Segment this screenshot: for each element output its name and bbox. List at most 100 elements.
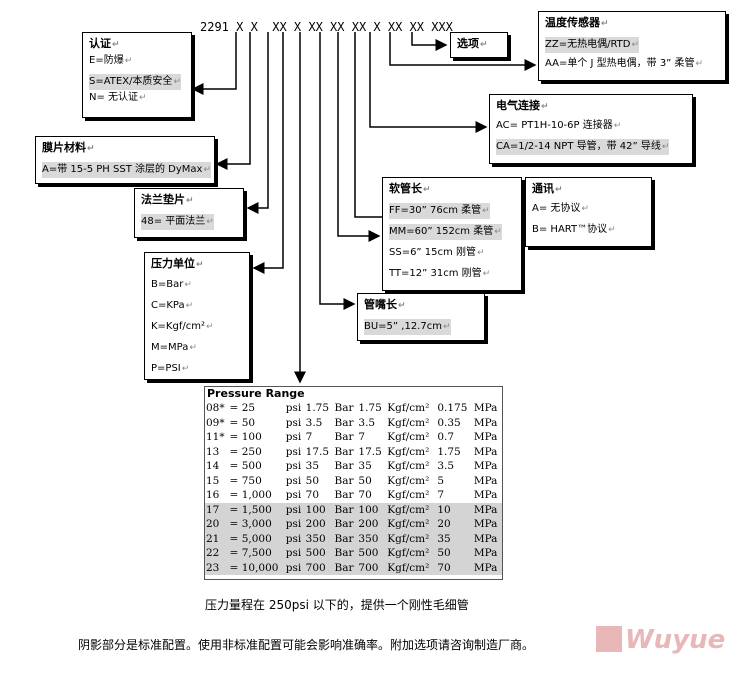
pressure-range-cell-mpa: 10: [436, 502, 473, 517]
paragraph-mark-icon: ↵: [494, 227, 502, 237]
pressure-unit-option: K=Kgf/cm²↵: [151, 321, 214, 332]
electrical-option: CA=1/2-14 NPT 导管，带 42” 导线↵: [496, 139, 670, 155]
paragraph-mark-icon: ↵: [480, 40, 488, 50]
certification-option: S=ATEX/本质安全↵: [89, 74, 181, 90]
pressure-range-cell-mpa: 50: [436, 546, 473, 561]
pressure-range-cell-bu: Bar: [333, 502, 358, 517]
pressure-range-cell-eq: =: [229, 416, 239, 429]
nozzle-length-title: 管嘴长↵: [364, 298, 406, 311]
diaphragm-option: A=带 15-5 PH SST 涂层的 DyMax↵: [42, 162, 212, 178]
pressure-range-cell-kgf: 350: [357, 531, 387, 546]
pressure-range-cell-kgf: 17.5: [358, 445, 382, 458]
pressure-range-cell-mpa: 70: [436, 560, 473, 575]
pressure-range-cell-kgf: 700: [357, 560, 387, 575]
pressure-range-cell-code: 15: [206, 474, 220, 487]
pressure-range-cell-kgf: 100: [357, 502, 387, 517]
pressure-range-cell-mu: MPa: [472, 517, 502, 532]
pressure-range-cell-bar: 100: [304, 502, 334, 517]
paragraph-mark-icon: ↵: [185, 301, 194, 311]
pressure-range-cell-eq: =: [228, 531, 241, 546]
flange-gasket-box: 法兰垫片↵ 48= 平面法兰↵: [134, 188, 244, 238]
pressure-range-cell-mu: MPa: [473, 445, 498, 458]
paragraph-mark-icon: ↵: [608, 225, 616, 235]
pressure-range-cell-mpa: 20: [436, 517, 473, 532]
paragraph-mark-icon: ↵: [186, 196, 194, 206]
pressure-range-cell-pu: psi: [284, 560, 305, 575]
pressure-range-cell-bu: Bar: [334, 489, 354, 501]
pressure-range-cell-bar: 7: [305, 431, 313, 443]
pressure-range-cell-psi: 3,000: [240, 517, 285, 532]
pressure-range-cell-mu: MPa: [472, 531, 502, 546]
pressure-range-cell-pu: psi: [285, 402, 302, 414]
capillary-note: 压力量程在 250psi 以下的，提供一个刚性毛细管: [205, 598, 469, 612]
pressure-range-cell-mu: MPa: [473, 402, 498, 414]
paragraph-mark-icon: ↵: [87, 144, 95, 154]
watermark-icon: [596, 626, 622, 652]
pressure-range-cell-mu: MPa: [473, 474, 498, 487]
electrical-title: 电气连接↵: [496, 99, 549, 112]
pressure-range-cell-psi: 50: [241, 416, 256, 429]
pressure-range-cell-kgf: 7: [358, 431, 366, 443]
pressure-range-cell-ku: Kgf/cm²: [387, 431, 430, 443]
watermark-logo: Wuyue: [596, 625, 746, 665]
pressure-range-cell-code: 20: [205, 517, 229, 532]
pressure-range-cell-ku: Kgf/cm²: [386, 531, 437, 546]
pressure-range-cell-eq: =: [228, 546, 241, 561]
pressure-range-cell-code: 09*: [206, 416, 225, 429]
communication-option: A= 无协议↵: [532, 203, 589, 214]
pressure-range-cell-bar: 50: [305, 474, 320, 487]
pressure-range-cell-bar: 70: [305, 489, 320, 501]
hose-length-option: TT=12” 31cm 刚管↵: [389, 268, 491, 279]
flange-gasket-title: 法兰垫片↵: [141, 193, 194, 206]
pressure-range-cell-ku: Kgf/cm²: [386, 502, 437, 517]
pressure-range-cell-bu: Bar: [334, 445, 354, 458]
pressure-range-cell-code: 11*: [206, 431, 225, 443]
paragraph-mark-icon: ↵: [482, 269, 491, 279]
hose-length-option: FF=30” 76cm 柔管↵: [389, 203, 490, 219]
pressure-range-cell-eq: =: [228, 517, 241, 532]
pressure-range-cell-ku: Kgf/cm²: [387, 402, 430, 414]
paragraph-mark-icon: ↵: [184, 280, 192, 290]
pressure-range-cell-bar: 1.75: [305, 402, 330, 414]
nozzle-length-box: 管嘴长↵ BU=5” ,12.7cm↵: [357, 293, 485, 341]
certification-title: 认证↵: [89, 37, 120, 50]
pressure-range-cell-psi: 10,000: [240, 560, 285, 575]
paragraph-mark-icon: ↵: [124, 56, 133, 66]
pressure-range-cell-eq: =: [229, 445, 239, 458]
paragraph-mark-icon: ↵: [442, 322, 451, 332]
pressure-range-cell-ku: Kgf/cm²: [386, 560, 437, 575]
paragraph-mark-icon: ↵: [206, 217, 214, 227]
pressure-range-cell-mpa: 5: [437, 474, 445, 487]
pressure-range-cell-bar: 3.5: [305, 416, 323, 429]
pressure-unit-option: C=KPa↵: [151, 300, 194, 311]
pressure-range-cell-mpa: 3.5: [437, 460, 455, 472]
paragraph-mark-icon: ↵: [613, 121, 622, 131]
paragraph-mark-icon: ↵: [631, 40, 640, 50]
pressure-range-cell-pu: psi: [284, 502, 305, 517]
pressure-range-cell-code: 08*: [206, 402, 225, 414]
pressure-range-cell-pu: psi: [284, 517, 305, 532]
pressure-range-cell-pu: psi: [285, 431, 302, 443]
pressure-range-cell-mu: MPa: [473, 431, 498, 443]
pressure-range-cell-pu: psi: [285, 445, 302, 458]
pressure-range-cell-code: 13: [206, 445, 220, 458]
paragraph-mark-icon: ↵: [203, 165, 212, 175]
pressure-range-cell-mpa: 35: [436, 531, 473, 546]
pressure-range-cell-pu: psi: [284, 546, 305, 561]
pressure-range-cell-kgf: 50: [358, 474, 372, 487]
paragraph-mark-icon: ↵: [423, 185, 431, 195]
pressure-range-cell-bu: Bar: [333, 560, 358, 575]
paragraph-mark-icon: ↵: [482, 206, 490, 216]
pressure-range-cell-psi: 500: [241, 460, 262, 472]
pressure-range-cell-code: 22: [205, 546, 229, 561]
pressure-range-cell-mpa: 0.7: [437, 431, 455, 443]
pressure-range-cell-bu: Bar: [334, 431, 354, 443]
paragraph-mark-icon: ↵: [541, 102, 549, 112]
pressure-range-cell-ku: Kgf/cm²: [387, 489, 430, 501]
